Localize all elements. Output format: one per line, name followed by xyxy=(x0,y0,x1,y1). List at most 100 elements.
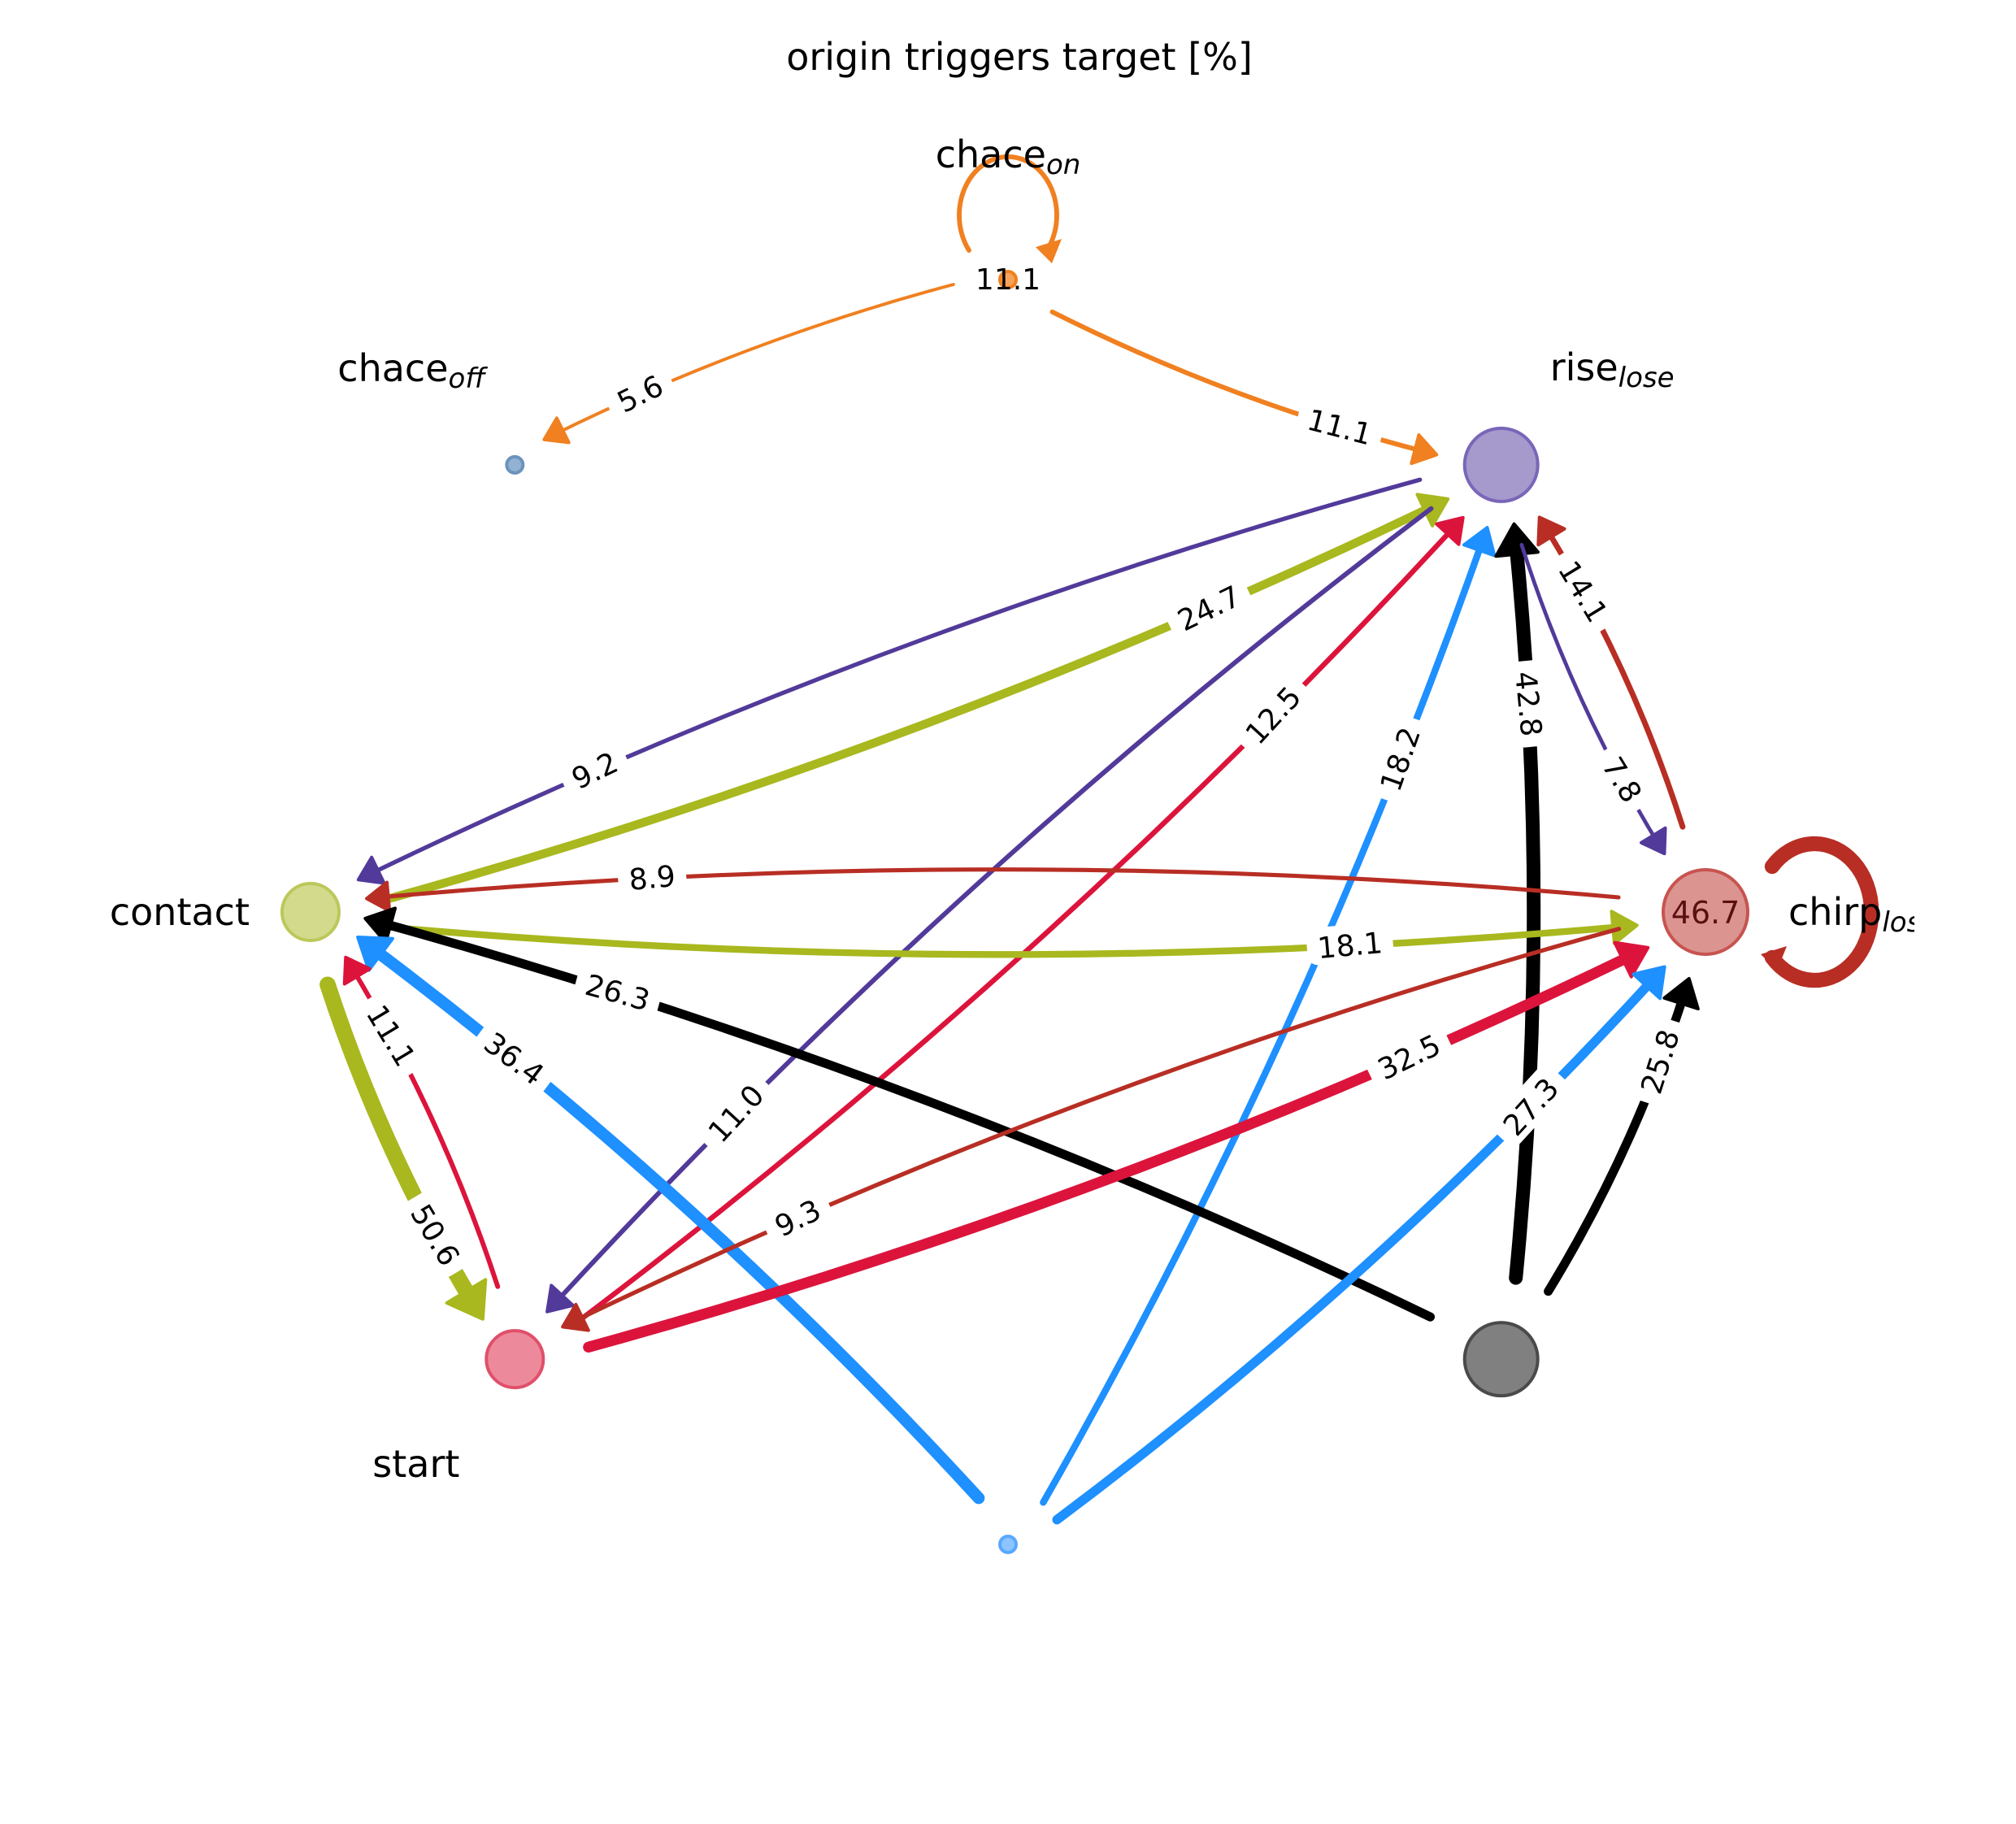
edge-label-group: 50.6 xyxy=(402,1191,471,1278)
node-label: riselose xyxy=(1550,345,1675,394)
edge-label-box xyxy=(1296,398,1384,452)
edge-label-group: 42.8 xyxy=(1508,659,1553,748)
edge-label-group: 25.8 xyxy=(1629,1016,1687,1105)
arrowhead xyxy=(363,906,398,945)
edge-label-box xyxy=(1629,1016,1687,1105)
edge-label-box xyxy=(1369,714,1428,803)
edge-rise_lose-to-start xyxy=(545,506,1434,1314)
node-circle[interactable] xyxy=(1662,868,1749,956)
node-contact[interactable] xyxy=(280,882,341,942)
node-label: chirplose xyxy=(1788,890,1938,939)
edge-label: 42.8 xyxy=(1508,670,1548,738)
edge-line xyxy=(583,949,1639,1353)
edge-label-group: 24.7 xyxy=(1164,574,1252,639)
edge-line xyxy=(554,506,1434,1305)
edge-label-box xyxy=(1593,743,1654,814)
edge-label-group: 8.9 xyxy=(617,854,687,897)
edge-label-group: 9.2 xyxy=(558,740,630,797)
edge-start-to-rise_lose xyxy=(576,515,1465,1324)
edge-label-box xyxy=(1306,921,1394,966)
edge-start-to-chirp_lose xyxy=(583,940,1650,1353)
node-circle[interactable] xyxy=(1462,426,1540,503)
edge-label-box xyxy=(1508,659,1553,748)
node-rise-lose[interactable] xyxy=(1462,426,1540,503)
edge-label-group: 18.2 xyxy=(1369,714,1428,803)
edge-label-box xyxy=(1164,574,1252,639)
arrowhead xyxy=(1613,940,1650,979)
node-circle[interactable] xyxy=(280,882,341,942)
chart-title: origin triggers target [%] xyxy=(786,35,1253,79)
edge-chirp_lose-to-start xyxy=(561,927,1622,1332)
edge-contact-to-chirp_lose xyxy=(380,910,1639,958)
node-circle[interactable] xyxy=(998,270,1018,289)
edge-line xyxy=(376,918,1436,1322)
edge-label-box xyxy=(1549,547,1620,634)
edge-label-group: 14.1 xyxy=(1549,547,1620,634)
edge-line xyxy=(576,524,1457,1324)
arrowhead xyxy=(1536,515,1566,547)
node-circle[interactable] xyxy=(998,1535,1018,1554)
edge-rise_lose-to-contact xyxy=(356,477,1423,885)
edge-label-group: 32.5 xyxy=(1364,1023,1453,1088)
arrowhead xyxy=(1639,826,1667,856)
edge-label-box xyxy=(573,963,663,1018)
edge-blue_node-to-contact xyxy=(356,936,985,1505)
node-chace-on[interactable] xyxy=(998,270,1018,289)
edge-label-box xyxy=(1490,1065,1569,1146)
edge-label: 8.9 xyxy=(628,860,677,897)
edge-self-loop xyxy=(1764,836,1879,988)
edge-label-box xyxy=(1364,1023,1453,1088)
arrowhead xyxy=(545,1283,575,1314)
node-blue-node[interactable] xyxy=(998,1535,1018,1554)
arrowhead xyxy=(1662,977,1700,1011)
edge-label: 25.8 xyxy=(1635,1026,1686,1098)
edge-line xyxy=(365,941,985,1505)
edge-gray_node-to-contact xyxy=(363,906,1436,1322)
arrowhead xyxy=(1631,965,1666,1001)
edge-label-group: 36.4 xyxy=(473,1020,558,1095)
edge-chace_on-to-chace_off xyxy=(542,283,955,445)
edge-label-box xyxy=(617,854,687,897)
arrowhead xyxy=(1435,515,1465,546)
edge-label-box xyxy=(358,992,428,1078)
edge-label-box xyxy=(473,1020,558,1095)
arrowhead xyxy=(1761,946,1787,971)
node-gray-node[interactable] xyxy=(1462,1321,1540,1398)
edge-label-group: 9.3 xyxy=(761,1188,833,1245)
edge-label-box xyxy=(1232,673,1311,754)
arrowhead xyxy=(1462,526,1497,558)
edge-label-group: 26.3 xyxy=(573,963,663,1018)
node-circle[interactable] xyxy=(484,1329,545,1390)
edge-blue_node-to-chirp_lose xyxy=(1052,965,1666,1525)
edge-gray_node-to-rise_lose xyxy=(1494,522,1541,1285)
arrowhead xyxy=(1494,522,1540,558)
edge-label-box xyxy=(603,363,676,421)
node-chirp-lose[interactable]: 46.7 xyxy=(1662,868,1749,956)
edge-chirp_lose-to-contact xyxy=(365,867,1621,913)
arrowhead xyxy=(356,855,386,885)
edge-chirp_lose-to-chirp_lose xyxy=(1761,836,1879,988)
node-circle[interactable] xyxy=(1462,1321,1540,1398)
arrowhead xyxy=(365,880,392,913)
arrowhead xyxy=(561,1302,590,1332)
edge-label-group: 7.8 xyxy=(1593,743,1654,814)
edge-chace_on-to-chace_on xyxy=(957,154,1062,263)
edge-label-box xyxy=(761,1188,833,1245)
edge-label-box xyxy=(695,1071,774,1153)
edge-label-group: 5.6 xyxy=(603,363,676,421)
node-chace-off[interactable] xyxy=(505,454,525,475)
edge-label: 11.1 xyxy=(1304,403,1375,452)
node-start[interactable] xyxy=(484,1329,545,1390)
node-label: start xyxy=(372,1442,459,1486)
edge-line xyxy=(554,283,955,436)
arrowhead xyxy=(342,955,371,986)
edge-self-loop xyxy=(957,154,1059,253)
edge-label: 18.1 xyxy=(1316,927,1384,966)
arrowhead xyxy=(1036,239,1062,263)
edge-line xyxy=(1509,535,1541,1285)
node-circle[interactable] xyxy=(505,454,525,475)
arrowhead xyxy=(542,416,571,445)
arrowhead xyxy=(356,936,394,972)
arrowhead xyxy=(1410,433,1439,466)
